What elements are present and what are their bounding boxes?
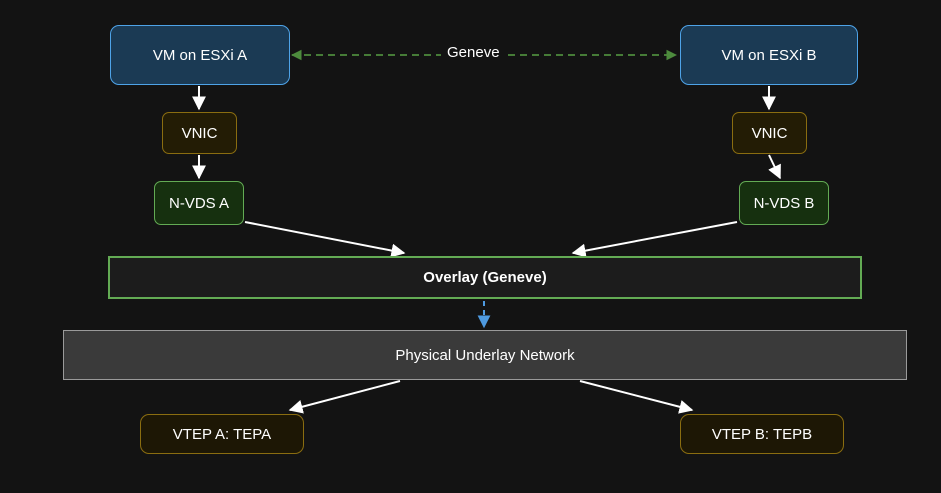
node-label-vm-b: VM on ESXi B [721, 46, 817, 64]
node-vm-on-esxi-b[interactable]: VM on ESXi B [680, 25, 858, 85]
node-nvds-a[interactable]: N-VDS A [154, 181, 244, 225]
node-vnic-a[interactable]: VNIC [162, 112, 237, 154]
edge-vnic-b-to-nvds-b [768, 154, 781, 180]
node-vtep-b[interactable]: VTEP B: TEPB [680, 414, 844, 454]
node-label-vm-a: VM on ESXi A [152, 46, 248, 64]
node-vtep-a[interactable]: VTEP A: TEPA [140, 414, 304, 454]
node-nvds-b[interactable]: N-VDS B [739, 181, 829, 225]
node-label-nvds-a: N-VDS A [168, 194, 229, 212]
edge-nvds-b-to-overlay [571, 221, 738, 258]
node-physical-underlay-network[interactable]: Physical Underlay Network [63, 330, 907, 380]
node-vnic-b[interactable]: VNIC [732, 112, 807, 154]
edge-label-geneve: Geneve [441, 45, 506, 60]
node-label-underlay: Physical Underlay Network [395, 346, 575, 364]
node-label-vnic-b: VNIC [751, 124, 788, 142]
node-label-overlay: Overlay (Geneve) [423, 269, 547, 286]
edge-nvds-a-to-overlay [244, 221, 406, 258]
node-vm-on-esxi-a[interactable]: VM on ESXi A [110, 25, 290, 85]
node-overlay-geneve[interactable]: Overlay (Geneve) [108, 256, 862, 299]
edge-underlay-to-vtep-b [579, 380, 694, 414]
node-label-vtep-a: VTEP A: TEPA [172, 425, 272, 443]
node-label-nvds-b: N-VDS B [753, 194, 815, 212]
node-label-vnic-a: VNIC [181, 124, 218, 142]
edge-underlay-to-vtep-a [288, 380, 401, 414]
node-label-vtep-b: VTEP B: TEPB [711, 425, 813, 443]
